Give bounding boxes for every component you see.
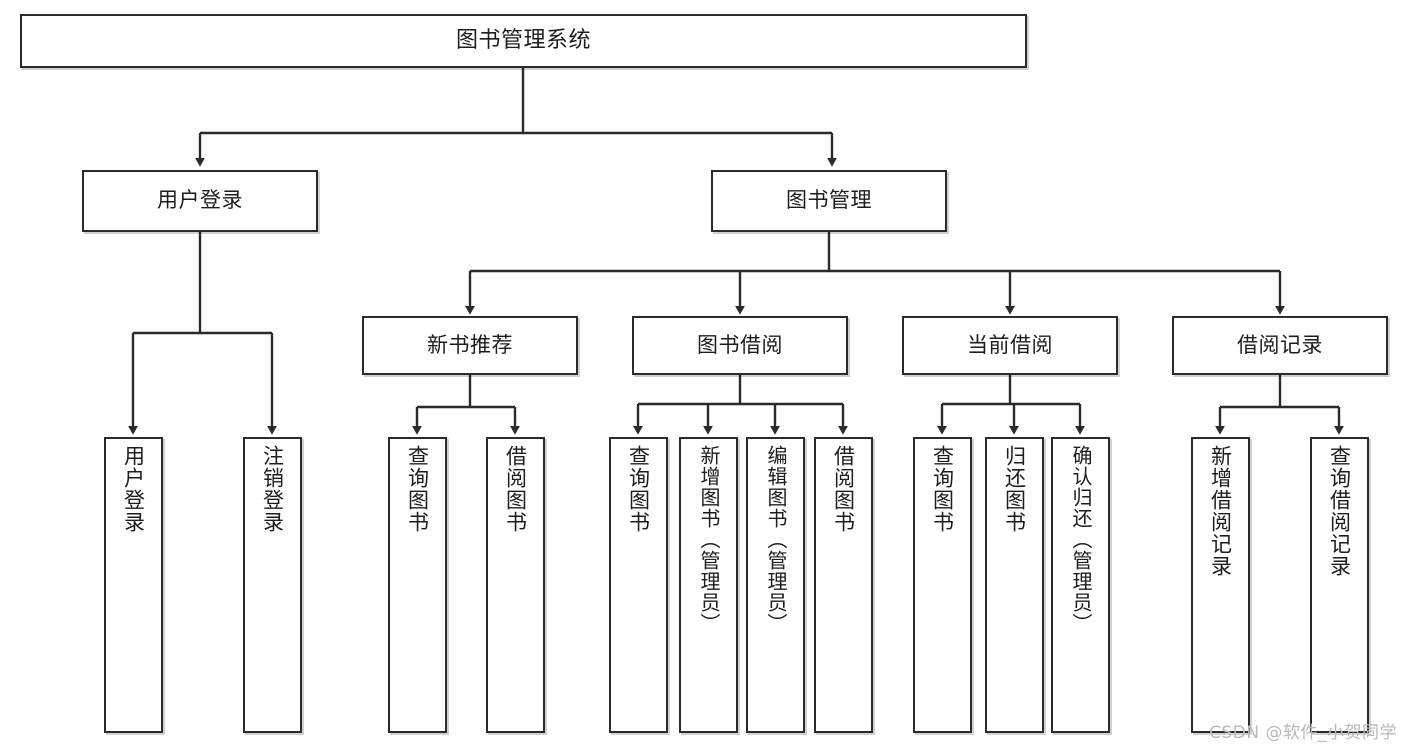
node-user-login-label: 用户登录	[157, 188, 243, 213]
leaf-borrow-book-recommend[interactable]: 借阅图书	[486, 437, 545, 733]
leaf-edit-book-admin[interactable]: 编辑图书（管理员）	[746, 437, 805, 733]
leaf-query-book-recommend-label: 查询图书	[405, 445, 430, 533]
leaf-query-book-borrow[interactable]: 查询图书	[609, 437, 668, 733]
leaf-return-book-label: 归还图书	[1002, 445, 1027, 533]
csdn-watermark: CSDN @软件_小贺同学	[1209, 723, 1397, 743]
leaf-edit-book-admin-label: 编辑图书（管理员）	[764, 445, 788, 634]
leaf-query-borrow-record[interactable]: 查询借阅记录	[1310, 437, 1369, 733]
leaf-return-book[interactable]: 归还图书	[985, 437, 1044, 733]
leaf-query-book-borrow-label: 查询图书	[626, 445, 651, 533]
leaf-add-book-admin-label: 新增图书（管理员）	[697, 445, 721, 634]
node-book-management-label: 图书管理	[786, 188, 872, 213]
leaf-query-book-recommend[interactable]: 查询图书	[388, 437, 447, 733]
leaf-confirm-return-admin-label: 确认归还（管理员）	[1069, 445, 1093, 634]
node-current-borrow-label: 当前借阅	[967, 332, 1053, 357]
leaf-query-borrow-record-label: 查询借阅记录	[1327, 445, 1352, 577]
leaf-add-book-admin[interactable]: 新增图书（管理员）	[679, 437, 738, 733]
node-book-management[interactable]: 图书管理	[711, 170, 947, 232]
leaf-logout-label: 注销登录	[260, 445, 285, 533]
leaf-user-login[interactable]: 用户登录	[104, 437, 163, 733]
node-borrow-record-label: 借阅记录	[1237, 332, 1323, 357]
leaf-borrow-book[interactable]: 借阅图书	[814, 437, 873, 733]
node-new-book-recommend[interactable]: 新书推荐	[362, 316, 578, 375]
node-book-borrow-label: 图书借阅	[697, 332, 783, 357]
leaf-query-book-current-label: 查询图书	[930, 445, 955, 533]
node-root[interactable]: 图书管理系统	[20, 14, 1027, 68]
leaf-user-login-label: 用户登录	[121, 445, 146, 533]
leaf-logout[interactable]: 注销登录	[243, 437, 302, 733]
node-root-label: 图书管理系统	[455, 27, 591, 53]
node-borrow-record[interactable]: 借阅记录	[1172, 316, 1388, 375]
leaf-borrow-book-recommend-label: 借阅图书	[503, 445, 528, 533]
leaf-add-borrow-record[interactable]: 新增借阅记录	[1191, 437, 1250, 733]
leaf-borrow-book-label: 借阅图书	[831, 445, 856, 533]
leaf-confirm-return-admin[interactable]: 确认归还（管理员）	[1051, 437, 1110, 733]
leaf-add-borrow-record-label: 新增借阅记录	[1208, 445, 1233, 577]
node-user-login[interactable]: 用户登录	[82, 170, 318, 232]
leaf-query-book-current[interactable]: 查询图书	[913, 437, 972, 733]
node-book-borrow[interactable]: 图书借阅	[632, 316, 848, 375]
node-current-borrow[interactable]: 当前借阅	[902, 316, 1118, 375]
node-new-book-recommend-label: 新书推荐	[427, 332, 513, 357]
